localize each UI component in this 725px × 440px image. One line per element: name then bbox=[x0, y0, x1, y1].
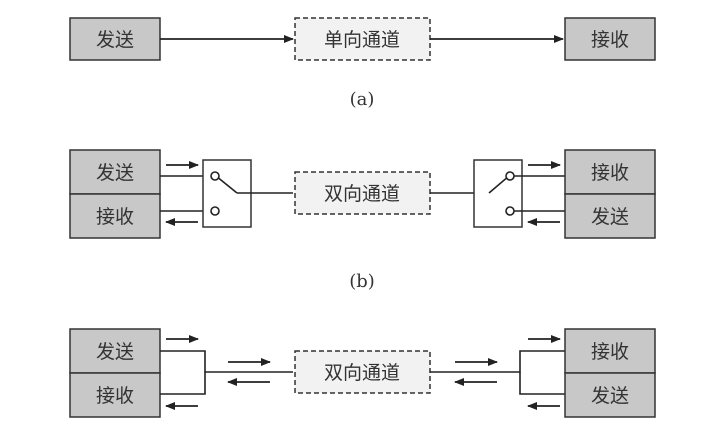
panel-c-right-send-wire bbox=[519, 372, 565, 395]
panel-b-right-switch-terminal-bottom bbox=[505, 206, 515, 216]
panel-b-half-duplex: 发送 接收 双向通道 接收 发送 (b) bbox=[69, 149, 656, 292]
panel-c-left-receive-wire bbox=[160, 372, 206, 395]
panel-b-right-top-label: 接收 bbox=[591, 162, 629, 184]
panel-a-sender-box bbox=[69, 17, 161, 61]
panel-c-right-top-label: 接收 bbox=[591, 341, 629, 363]
panel-a-channel-label: 单向通道 bbox=[324, 29, 400, 51]
panel-b-right-switch-blade bbox=[488, 175, 510, 194]
panel-c-full-duplex: 发送 接收 双向通道 接收 发送 bbox=[69, 328, 656, 418]
panel-c-right-bottom-label: 发送 bbox=[591, 385, 629, 407]
panel-b-right-bottom-label: 发送 bbox=[591, 206, 629, 228]
panel-b-channel-label: 双向通道 bbox=[324, 183, 400, 205]
panel-c-left-bottom-label: 接收 bbox=[96, 385, 134, 407]
panel-b-caption: (b) bbox=[349, 271, 375, 292]
panel-a-receiver-box bbox=[564, 17, 656, 61]
panel-b-left-top-label: 发送 bbox=[96, 162, 134, 184]
panel-c-right-top-box bbox=[564, 328, 656, 374]
panel-a-sender-label: 发送 bbox=[96, 29, 134, 51]
panel-c-channel-box bbox=[294, 350, 431, 394]
panel-b-left-bottom-box bbox=[69, 193, 161, 239]
panel-c-channel-label: 双向通道 bbox=[324, 362, 400, 384]
panel-b-left-top-box bbox=[69, 149, 161, 195]
panel-a-simplex: 发送 单向通道 接收 (a) bbox=[69, 17, 656, 110]
panel-c-right-bottom-box bbox=[564, 372, 656, 418]
panel-c-left-send-wire bbox=[160, 350, 293, 373]
panel-c-left-bottom-box bbox=[69, 372, 161, 418]
panel-b-right-top-box bbox=[564, 149, 656, 195]
panel-b-left-switch-terminal-bottom bbox=[210, 206, 220, 216]
panel-b-right-switch-terminal-top bbox=[505, 171, 515, 181]
panel-a-caption: (a) bbox=[350, 89, 375, 110]
panel-b-left-switch-terminal-top bbox=[210, 171, 220, 181]
panel-b-left-switch-blade bbox=[215, 175, 238, 194]
panel-b-right-bottom-box bbox=[564, 193, 656, 239]
panel-b-left-bottom-label: 接收 bbox=[96, 206, 134, 228]
panel-c-left-top-label: 发送 bbox=[96, 341, 134, 363]
panel-b-right-switch bbox=[473, 159, 523, 228]
panel-a-receiver-label: 接收 bbox=[591, 29, 629, 51]
panel-c-left-top-box bbox=[69, 328, 161, 374]
panel-c-right-receive-wire bbox=[430, 350, 565, 373]
panel-a-channel-box bbox=[294, 17, 431, 61]
panel-b-channel-box bbox=[294, 171, 431, 215]
